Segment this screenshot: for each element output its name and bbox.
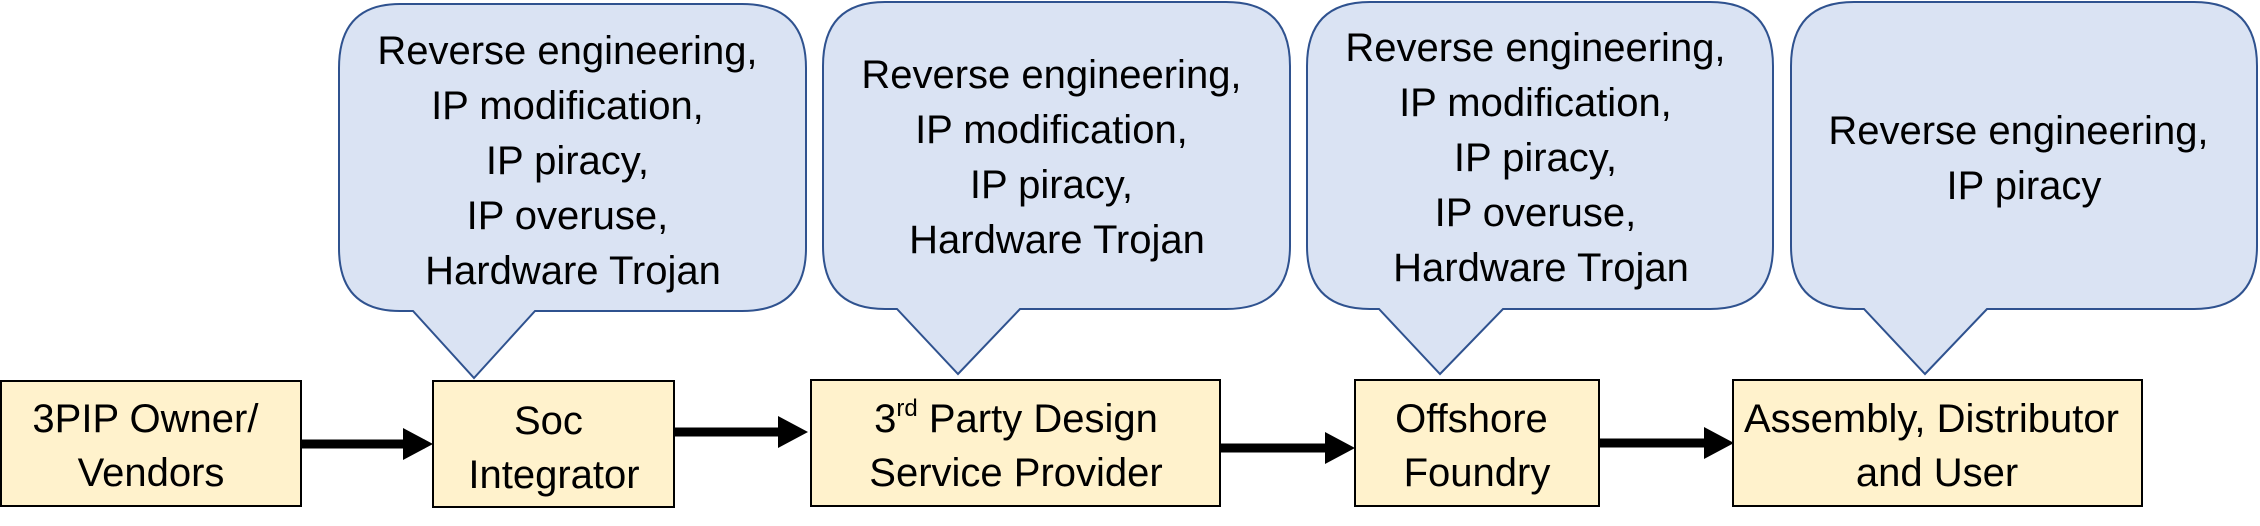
stage-2-label: Soc Integrator xyxy=(468,399,639,497)
stage-3-line-1-sup: rd xyxy=(896,395,917,422)
stage-4-line-2: Foundry xyxy=(1404,451,1551,495)
callout-3-text: Reverse engineering, IP modification, IP… xyxy=(1345,26,1736,290)
callout-1-line-1: Reverse engineering, xyxy=(377,29,757,73)
callout-4-line-2: IP piracy xyxy=(1947,164,2102,208)
callout-1-line-2: IP modification, xyxy=(431,84,704,128)
callout-2-line-3: IP piracy, xyxy=(970,163,1133,207)
callout-2-line-1: Reverse engineering, xyxy=(861,53,1241,97)
stage-3-line-1-rest: Party Design xyxy=(918,397,1158,441)
callout-2-text: Reverse engineering, IP modification, IP… xyxy=(861,53,1252,262)
callout-3-line-5: Hardware Trojan xyxy=(1393,246,1689,290)
arrow-1-head xyxy=(403,428,433,460)
stage-2-box xyxy=(432,380,675,508)
callout-1-bubble xyxy=(338,3,807,380)
callout-3-line-4: IP overuse, xyxy=(1435,191,1637,235)
callout-3-bubble xyxy=(1306,0,1774,376)
stage-3-line-1-main: 3 xyxy=(874,397,896,441)
arrow-4-head xyxy=(1704,427,1734,459)
callout-2-bubble xyxy=(822,0,1291,376)
stage-1-label: 3PIP Owner/ Vendors xyxy=(32,397,269,495)
callout-3-line-2: IP modification, xyxy=(1399,81,1672,125)
arrow-2-head xyxy=(778,416,808,448)
stage-3-label-line-2: Service Provider xyxy=(869,451,1162,495)
stage-1-line-2: Vendors xyxy=(78,451,225,495)
stage-5-line-2: and User xyxy=(1856,451,2018,495)
stage-4-box xyxy=(1354,379,1600,507)
stage-3-label-line-1: 3rd Party Design xyxy=(874,395,1158,441)
callout-4-text: Reverse engineering, IP piracy xyxy=(1828,109,2219,208)
callout-1-text: Reverse engineering, IP modification, IP… xyxy=(377,29,768,293)
callout-2-line-4: Hardware Trojan xyxy=(909,218,1205,262)
callout-4-line-1: Reverse engineering, xyxy=(1828,109,2208,153)
callout-1-line-5: Hardware Trojan xyxy=(425,249,721,293)
callout-4-bubble xyxy=(1790,0,2258,376)
stage-1-line-1: 3PIP Owner/ xyxy=(32,397,259,441)
callout-3-line-3: IP piracy, xyxy=(1454,136,1617,180)
stage-4-label: Offshore Foundry xyxy=(1395,397,1559,495)
stage-2-line-1: Soc xyxy=(514,399,583,443)
callout-1-line-4: IP overuse, xyxy=(467,194,669,238)
callout-3-line-1: Reverse engineering, xyxy=(1345,26,1725,70)
stage-5-label: Assembly, Distributor and User xyxy=(1744,397,2130,495)
callout-2-line-2: IP modification, xyxy=(915,108,1188,152)
arrow-3-head xyxy=(1325,432,1355,464)
callout-1-line-3: IP piracy, xyxy=(486,139,649,183)
stage-4-line-1: Offshore xyxy=(1395,397,1548,441)
stage-5-box xyxy=(1732,379,2143,507)
stage-1-box xyxy=(0,380,302,507)
stage-3-box xyxy=(810,379,1221,507)
stage-2-line-2: Integrator xyxy=(468,453,639,497)
stage-5-line-1: Assembly, Distributor xyxy=(1744,397,2119,441)
